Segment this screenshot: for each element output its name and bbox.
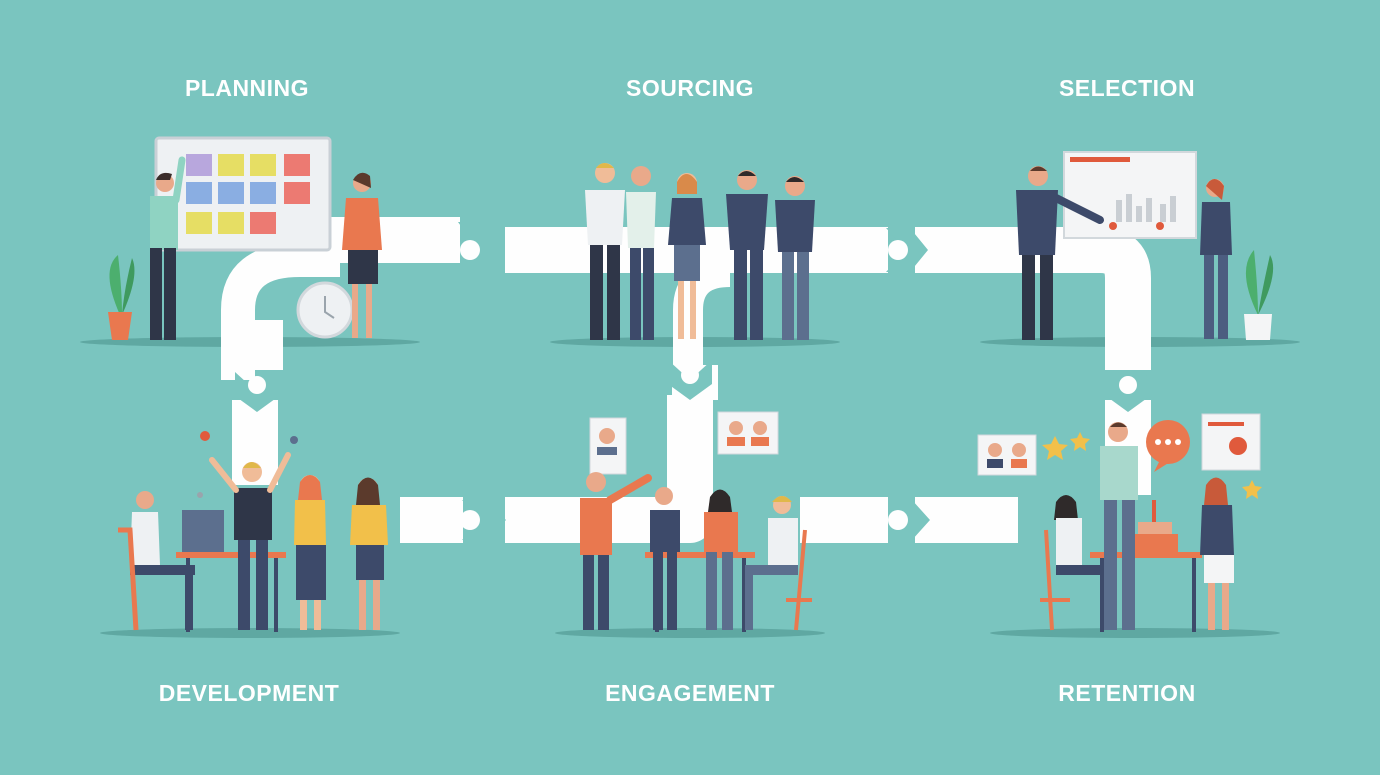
presenter-man — [1016, 166, 1104, 340]
profile-card-2 — [717, 411, 779, 455]
development-scene — [118, 431, 388, 632]
floor-shadows — [80, 337, 1300, 638]
standing-woman-retention — [1200, 477, 1234, 630]
candidate-1 — [585, 163, 625, 340]
sourcing-scene — [585, 163, 815, 340]
planner-man — [150, 156, 186, 340]
seated-man-right — [745, 496, 812, 631]
path-selection-down — [915, 227, 1151, 370]
profile-card-3 — [977, 434, 1037, 476]
profile-card-1 — [589, 417, 627, 475]
celebrating-woman-1 — [294, 475, 326, 630]
candidate-4 — [726, 170, 768, 340]
retention-scene — [977, 413, 1262, 632]
chat-bubble-icon — [1146, 420, 1190, 472]
candidate-3 — [668, 173, 706, 339]
planning-board — [154, 136, 332, 252]
planner-woman — [342, 172, 382, 338]
stage-label-engagement: ENGAGEMENT — [605, 680, 775, 706]
confetti — [197, 431, 298, 498]
stage-label-selection: SELECTION — [1058, 75, 1196, 101]
standing-man-orange — [580, 472, 652, 630]
plant-right — [1244, 250, 1274, 340]
cake — [1132, 500, 1178, 552]
planning-scene — [108, 136, 382, 340]
candidate-5 — [775, 176, 815, 340]
cheering-man — [209, 452, 291, 630]
table-right — [1090, 552, 1202, 632]
meeting-man — [650, 487, 680, 630]
stars — [1042, 432, 1262, 499]
seated-man — [118, 491, 195, 631]
stage-label-sourcing: SOURCING — [626, 75, 754, 101]
presentation-chart — [1063, 151, 1197, 239]
candidate-2 — [626, 166, 656, 340]
stage-label-planning: PLANNING — [184, 75, 310, 101]
plant-left — [108, 255, 135, 340]
certificate — [1201, 413, 1261, 471]
clock — [296, 281, 354, 339]
celebrating-woman-2 — [350, 477, 388, 630]
meeting-woman — [704, 489, 738, 630]
stage-label-development: DEVELOPMENT — [158, 680, 340, 706]
engagement-scene — [580, 411, 812, 632]
selection-scene — [1016, 151, 1274, 340]
presenter-woman — [1200, 179, 1232, 339]
stage-label-retention: RETENTION — [1058, 680, 1196, 706]
standing-man-retention — [1100, 422, 1138, 630]
